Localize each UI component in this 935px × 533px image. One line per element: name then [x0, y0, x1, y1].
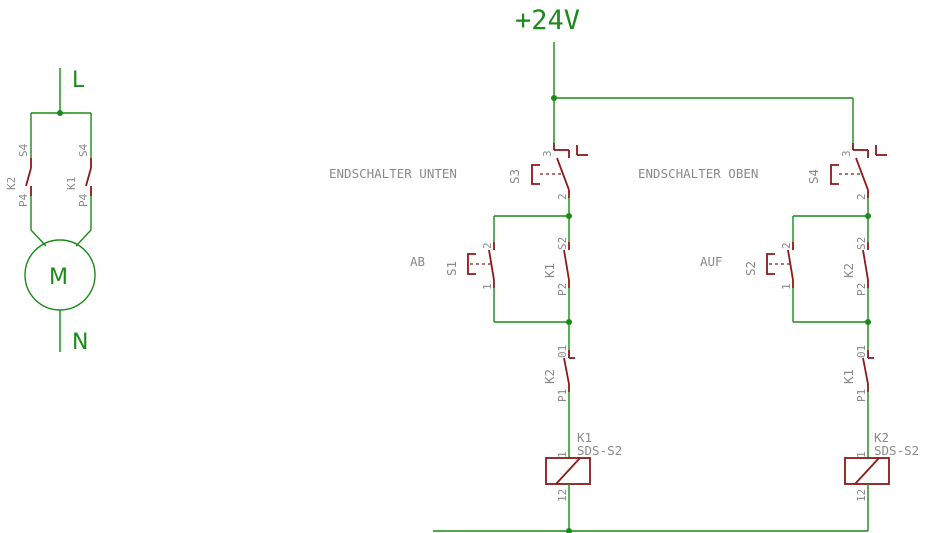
- motor-contact-right-pin-top: S4: [77, 143, 90, 157]
- left-branch: ENDSCHALTER UNTEN S3 3 2 AB S1 2 1 K1 S2…: [329, 143, 622, 533]
- button-pin-bottom: 1: [780, 283, 793, 290]
- limit-switch-ref: S3: [507, 169, 522, 184]
- contact-k1-blade: [85, 167, 92, 187]
- wire: [75, 229, 92, 247]
- motor-contact-right-ref: K1: [65, 177, 78, 190]
- self-hold-pin-top: S2: [556, 237, 569, 250]
- motor-circuit: L N M K2 S4 P4 K1 S4 P4: [5, 68, 96, 355]
- coil-pin-top: 1: [556, 451, 569, 458]
- button-pin-top: 2: [481, 242, 494, 249]
- motor-contact-left-ref: K2: [5, 177, 18, 190]
- right-branch: ENDSCHALTER OBEN S4 3 2 AUF S2 2 1 K2 S2…: [638, 143, 919, 531]
- limit-switch-actuator: [830, 164, 839, 185]
- relay-coil: [844, 457, 890, 485]
- self-hold-blade: [862, 249, 869, 281]
- limit-switch-ref: S4: [806, 169, 821, 184]
- junction: [566, 528, 572, 533]
- relay-coil: [545, 457, 591, 485]
- neutral-n-label: N: [72, 330, 88, 355]
- limit-switch-description: ENDSCHALTER OBEN: [638, 166, 758, 181]
- button-actuator: [766, 253, 775, 275]
- limit-switch-pin-top: 3: [840, 150, 853, 157]
- coil-pin-bottom: 12: [855, 489, 868, 502]
- contact-k2-blade: [25, 167, 32, 187]
- button-ref: S2: [743, 261, 758, 276]
- motor-contact-right-pin-bottom: P4: [77, 193, 90, 207]
- interlock-pin-top: 01: [855, 345, 868, 358]
- relay-coil-diagonal: [854, 457, 880, 485]
- limit-switch-pin-bottom: 2: [556, 193, 569, 200]
- coil-type: SDS-S2: [874, 443, 919, 458]
- line-l-label: L: [72, 68, 85, 93]
- button-actuator: [467, 253, 476, 275]
- interlock-pin-bottom: P1: [855, 389, 868, 402]
- motor-contact-left-pin-top: S4: [17, 143, 30, 157]
- interlock-blade: [862, 357, 869, 385]
- limit-switch-blade: [556, 157, 570, 191]
- coil-type: SDS-S2: [577, 443, 622, 458]
- interlock-pin-bottom: P1: [556, 389, 569, 402]
- coil-ref: K2: [874, 430, 889, 445]
- self-hold-blade: [563, 249, 570, 281]
- button-description: AUF: [700, 254, 723, 269]
- coil-ref: K1: [577, 430, 592, 445]
- interlock-ref: K1: [841, 369, 856, 384]
- limit-switch-actuator: [531, 164, 540, 185]
- wire: [30, 229, 47, 247]
- interlock-blade: [563, 357, 570, 385]
- self-hold-pin-bottom: P2: [855, 283, 868, 296]
- button-ref: S1: [444, 261, 459, 276]
- coil-pin-bottom: 12: [556, 489, 569, 502]
- self-hold-pin-bottom: P2: [556, 283, 569, 296]
- limit-switch-description: ENDSCHALTER UNTEN: [329, 166, 457, 181]
- self-hold-ref: K2: [841, 263, 856, 278]
- button-blade: [787, 249, 794, 281]
- button-pin-top: 2: [780, 242, 793, 249]
- button-description: AB: [410, 254, 425, 269]
- limit-switch-pin-bottom: 2: [855, 193, 868, 200]
- motor-label: M: [49, 265, 68, 290]
- junction: [57, 110, 63, 116]
- relay-coil-diagonal: [555, 457, 581, 485]
- limit-switch-blade: [855, 157, 869, 191]
- motor-contact-left-pin-bottom: P4: [17, 193, 30, 207]
- button-pin-bottom: 1: [481, 283, 494, 290]
- self-hold-ref: K1: [542, 263, 557, 278]
- interlock-ref: K2: [542, 369, 557, 384]
- button-blade: [488, 249, 495, 281]
- self-hold-pin-top: S2: [855, 237, 868, 250]
- coil-pin-top: 1: [855, 451, 868, 458]
- supply-label: +24V: [515, 5, 580, 36]
- limit-switch-pin-top: 3: [541, 150, 554, 157]
- interlock-pin-top: 01: [556, 345, 569, 358]
